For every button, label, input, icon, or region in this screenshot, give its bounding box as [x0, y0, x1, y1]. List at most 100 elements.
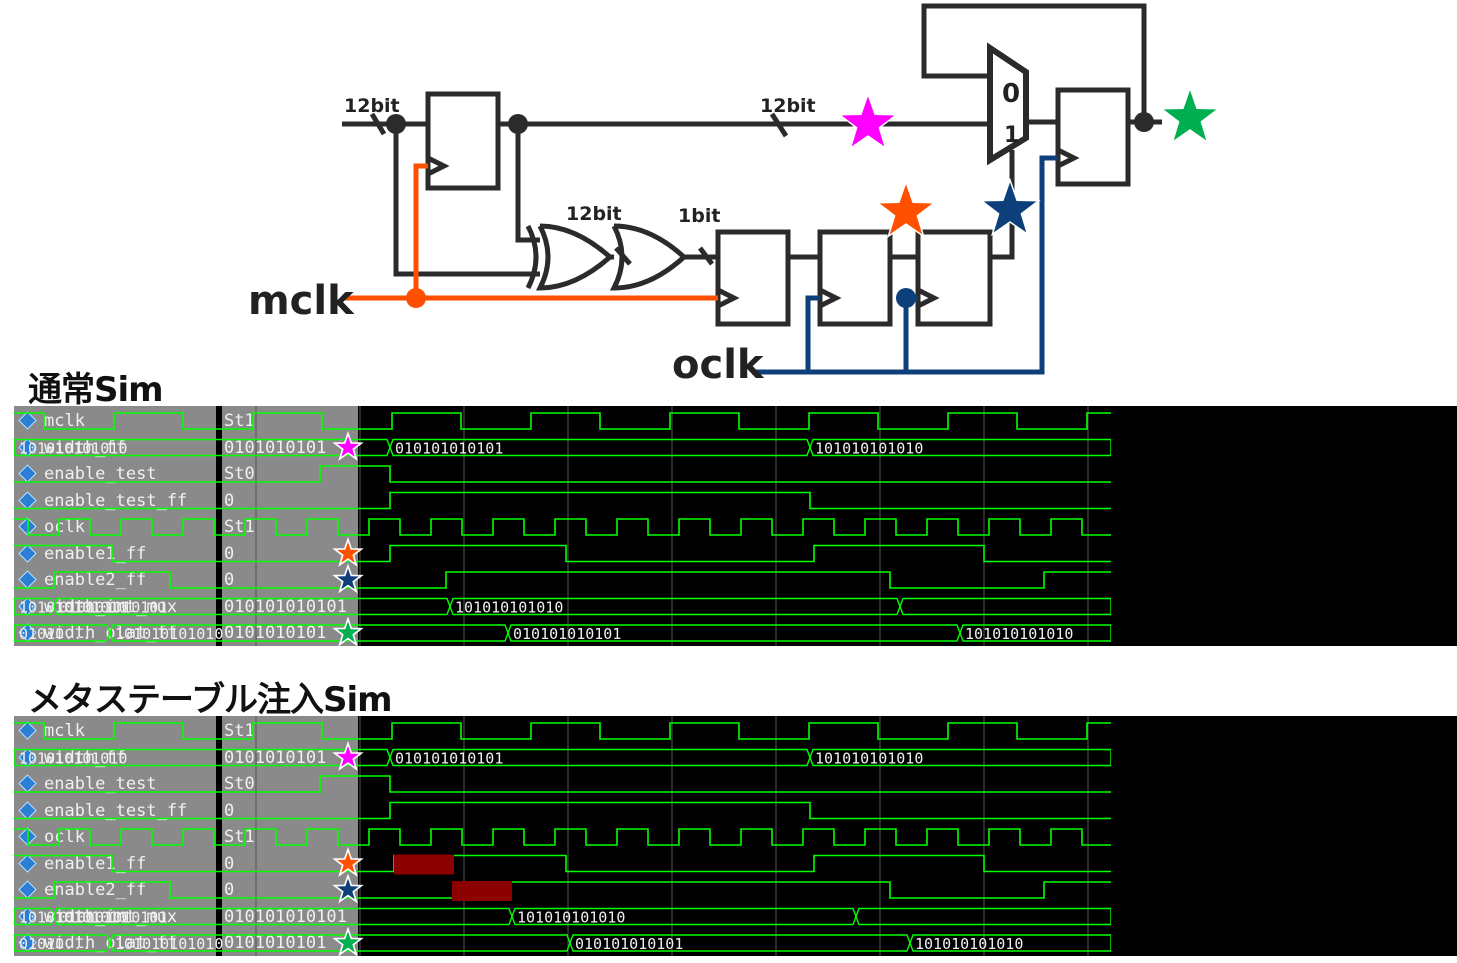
width_int_mux-bus-label: 010101010101 — [59, 599, 167, 617]
section-title-meta: メタステーブル注入Sim — [28, 680, 393, 720]
metastable-region — [452, 881, 512, 901]
signal-name[interactable]: enable_test_ff — [44, 491, 188, 511]
bus-width-label-mux: 12bit — [760, 95, 816, 117]
or-width-label: 1bit — [678, 205, 720, 227]
enable1_ff-trace — [14, 544, 1111, 563]
mclk-trace — [14, 722, 1111, 740]
signal-value: St0 — [224, 774, 255, 794]
width_olat_ff-bus-label: 010101010101 — [575, 935, 683, 953]
mclk-label: mclk — [248, 278, 355, 324]
signal-name[interactable]: mclk — [44, 411, 85, 431]
flipflop-out — [1055, 87, 1131, 187]
signal-value: 0101010101 — [224, 623, 327, 643]
signal-name[interactable]: enable_test — [44, 464, 157, 484]
width_olat_ff-bus-label: 101010101010 — [115, 935, 223, 953]
width_int_mux-bus-label: 101010101010 — [19, 909, 127, 927]
width_int_mux-bus-label: 101010101010 — [19, 599, 127, 617]
signal-value: 0101010101 — [224, 933, 327, 953]
flipflop-3 — [817, 229, 893, 327]
width_ff-segment — [809, 748, 1111, 767]
waveform-panel-normal: mclk width_ff enable_test enable_test_ff… — [14, 406, 1457, 646]
signal-value: 0 — [224, 544, 235, 564]
signal-name[interactable]: enable2_ff — [44, 880, 147, 900]
width_olat_ff-segment — [909, 934, 1111, 952]
signal-value: 0 — [224, 801, 235, 821]
bus-width-label-in: 12bit — [344, 95, 400, 117]
xor-gate — [535, 223, 614, 291]
star-navy-icon — [979, 177, 1041, 237]
signal-value: St1 — [224, 517, 255, 537]
star-green-icon — [1159, 85, 1221, 145]
enable2_ff-trace — [14, 571, 1111, 589]
star-magenta-icon — [837, 91, 899, 151]
signal-value: 0101010101 — [224, 748, 327, 768]
signal-value: 0101010101 — [224, 438, 327, 458]
star-orange-icon — [875, 179, 937, 239]
width_olat_ff-bus-label: 101010101010 — [915, 935, 1023, 953]
enable1_ff-trace — [14, 854, 1111, 873]
signal-name[interactable]: width_ff — [44, 438, 126, 458]
width_ff-bus-label: 101010101010 — [19, 750, 127, 768]
signal-name[interactable]: enable1_ff — [44, 854, 147, 874]
width_ff-bus-label: 010101010101 — [395, 440, 503, 458]
signal-value: St0 — [224, 464, 255, 484]
width_olat_ff-bus-label: 101010101010 — [115, 625, 223, 643]
signal-name[interactable]: enable_test — [44, 774, 157, 794]
signal-name[interactable]: enable1_ff — [44, 544, 147, 564]
signal-value: 0 — [224, 854, 235, 874]
width_int_mux-bus-label: 010101010101 — [59, 909, 167, 927]
flipflop-4 — [915, 229, 993, 327]
signal-name[interactable]: enable2_ff — [44, 570, 147, 590]
width_int_mux-bus-label: 101010101010 — [517, 909, 625, 927]
width_olat_ff-bus-label: 101010101010 — [965, 625, 1073, 643]
width_ff-bus-label: 101010101010 — [815, 750, 923, 768]
width_ff-bus-label: 010101010101 — [395, 750, 503, 768]
signal-value: 0 — [224, 491, 235, 511]
width_olat_ff-segment — [959, 624, 1111, 642]
width_int_mux-segment — [899, 597, 1111, 616]
width_int_mux-bus-label: 101010101010 — [455, 599, 563, 617]
signal-name[interactable]: enable_test_ff — [44, 801, 188, 821]
enable_test_ff-trace — [14, 801, 1111, 820]
width_ff-bus-label: 101010101010 — [19, 440, 127, 458]
enable2_ff-trace — [14, 881, 1111, 899]
signal-name[interactable]: mclk — [44, 721, 85, 741]
section-title-normal: 通常Sim — [28, 370, 164, 410]
mux — [987, 42, 1029, 166]
width_olat_ff-bus-label: 010101010101 — [513, 625, 621, 643]
mux-input-1: 1 — [1004, 123, 1019, 148]
xor-width-label: 12bit — [566, 203, 622, 225]
width_int_mux-segment — [855, 907, 1111, 926]
flipflop-1 — [425, 91, 501, 191]
flipflop-2 — [715, 229, 791, 327]
signal-name[interactable]: width_int_mux — [44, 907, 178, 927]
enable_test-trace — [14, 465, 1111, 483]
width_olat_ff-bus-label: 01010... — [19, 625, 91, 643]
waveform-panel-meta: mclk width_ff enable_test enable_test_ff… — [14, 716, 1457, 956]
signal-name[interactable]: width_int_mux — [44, 597, 178, 617]
signal-name[interactable]: oclk — [44, 827, 85, 847]
enable_test-trace — [14, 775, 1111, 793]
signal-value: St1 — [224, 721, 255, 741]
oclk-trace — [14, 518, 1111, 536]
width_olat_ff-bus-label: 01010... — [19, 935, 91, 953]
mux-input-0: 0 — [1002, 79, 1020, 109]
signal-name[interactable]: width_ff — [44, 748, 126, 768]
circuit-schematic: 12bit 12bit 12bit 1bit 0 1 mclk oclk — [248, 3, 1221, 388]
signal-names: mclk width_ff enable_test enable_test_ff… — [14, 406, 216, 646]
signal-value: St1 — [224, 411, 255, 431]
mclk-trace — [14, 412, 1111, 430]
signal-value: 010101010101 — [224, 597, 347, 617]
width_ff-segment — [809, 438, 1111, 457]
width_ff-bus-label: 101010101010 — [815, 440, 923, 458]
signal-value: St1 — [224, 827, 255, 847]
signal-name[interactable]: oclk — [44, 517, 85, 537]
enable_test_ff-trace — [14, 491, 1111, 510]
oclk-label: oclk — [672, 342, 765, 388]
signal-value: 0 — [224, 570, 235, 590]
signal-value: 0 — [224, 880, 235, 900]
oclk-trace — [14, 828, 1111, 846]
signal-value: 010101010101 — [224, 907, 347, 927]
